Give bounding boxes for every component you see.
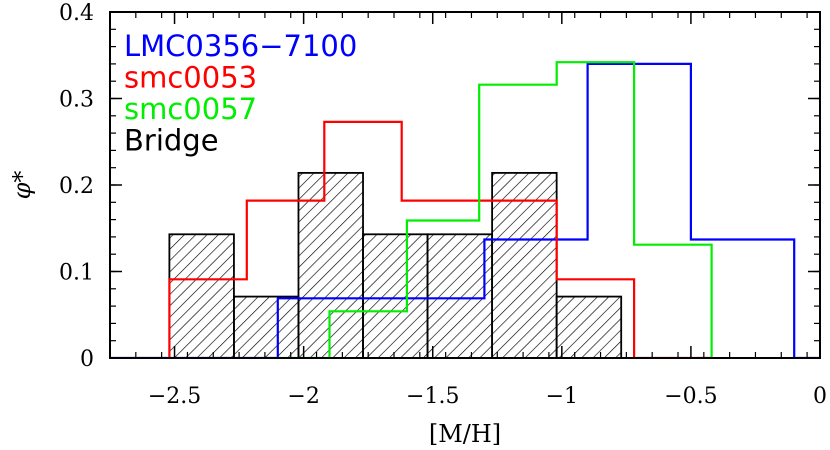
y-tick-label: 0.4 [59,1,94,26]
line-smc0057 [277,61,713,358]
x-tick-label: −0.5 [664,384,717,409]
bar-bridge-1 [233,295,300,358]
bar-bridge-6 [555,295,623,358]
y-axis-label: φ* [8,171,36,200]
y-tick-label: 0 [80,347,94,372]
x-axis-label: [M/H] [429,420,501,448]
x-tick-label: −1 [546,384,578,409]
legend-item-smc0053: smc0053 [124,61,257,95]
line-lmc0356-7100 [110,62,820,358]
y-tick-label: 0.2 [59,174,94,199]
y-tick-label: 0.3 [59,88,94,113]
x-tick-label: −2 [287,384,319,409]
x-tick-label: −1.5 [406,384,459,409]
legend-item-smc0057: smc0057 [124,92,257,126]
ticks-layer: −2.5 −2 −1.5 −1 −0.5 0 0 0.1 0.2 0.3 0.4 [59,1,827,409]
bar-bridge-3 [362,233,429,358]
bar-bridge-0 [168,233,235,358]
x-tick-label: −2.5 [148,384,201,409]
legend-item-lmc0356-7100: LMC0356−7100 [124,29,357,63]
bar-bridge-4 [426,233,494,358]
y-tick-label: 0.1 [59,261,94,286]
series-layer [110,61,820,358]
bar-bridge-2 [297,171,364,358]
line-smc0053 [168,120,712,358]
x-tick-label: 0 [813,384,827,409]
legend-item-bridge: Bridge [124,124,219,158]
